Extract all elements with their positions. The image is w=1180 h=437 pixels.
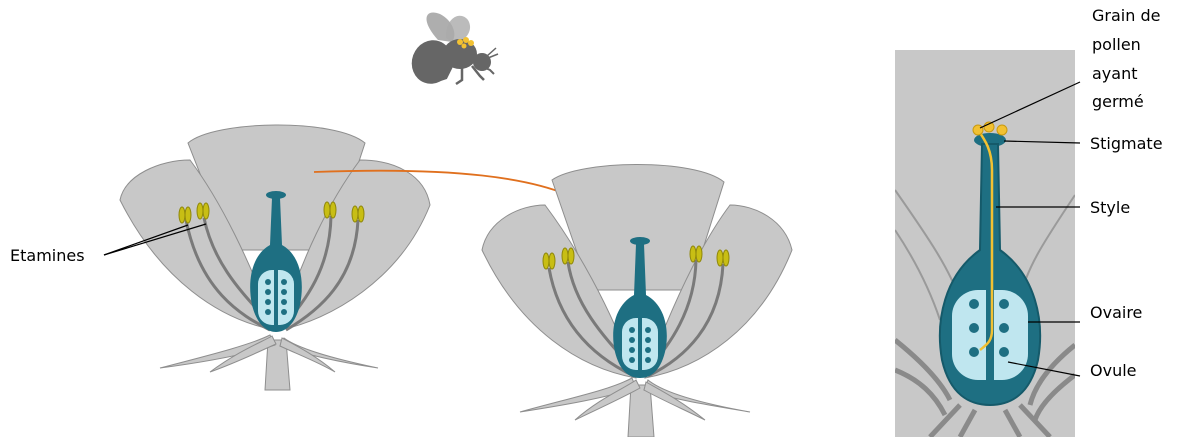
etamines-label: Etamines: [10, 246, 85, 265]
ovaire-label: Ovaire: [1090, 303, 1142, 322]
stigmate-label: Stigmate: [1090, 134, 1163, 153]
ovule-label: Ovule: [1090, 361, 1137, 380]
grain-label-line2: pollen: [1092, 35, 1141, 54]
grain-label-line1: Grain de: [1092, 6, 1160, 25]
grain-label-line4: germé: [1092, 92, 1144, 111]
flower-2: [482, 165, 792, 437]
bee-icon: [406, 12, 498, 89]
pistil-zoom-panel: [895, 50, 1075, 437]
zoom-labels: Grain de pollen ayant germé Stigmate Sty…: [1090, 6, 1163, 380]
flower-1: [120, 125, 430, 390]
grain-label-line3: ayant: [1092, 64, 1138, 83]
style-label: Style: [1090, 198, 1130, 217]
